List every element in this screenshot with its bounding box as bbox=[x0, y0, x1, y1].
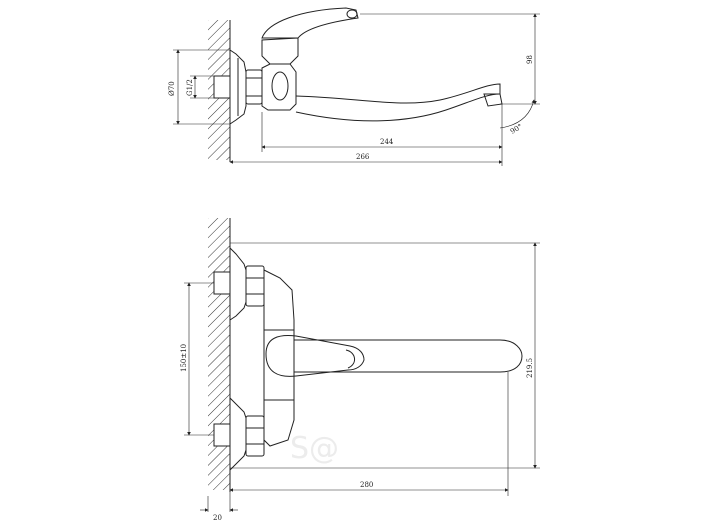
top-upper-flange bbox=[229, 247, 247, 321]
top-lower-flange bbox=[229, 397, 247, 471]
top-lower-nut bbox=[245, 415, 265, 457]
top-valve-body bbox=[263, 269, 295, 447]
dim-height: 98 bbox=[526, 55, 534, 64]
side-spout bbox=[295, 83, 501, 122]
dim-overall-length: 219.5 bbox=[526, 358, 534, 378]
top-lever bbox=[265, 335, 365, 377]
top-lower-wall-pipe bbox=[213, 423, 231, 447]
top-upper-wall-pipe bbox=[213, 271, 231, 295]
side-valve-body bbox=[261, 63, 297, 111]
side-lever bbox=[261, 7, 359, 39]
top-spout bbox=[294, 339, 523, 373]
dim-wall-offset: 20 bbox=[213, 514, 222, 522]
dim-flange-diameter: Ø70 bbox=[168, 81, 176, 96]
side-view bbox=[173, 7, 540, 166]
side-cartridge bbox=[261, 37, 299, 65]
top-view bbox=[184, 218, 540, 512]
side-nut bbox=[245, 69, 263, 105]
top-upper-nut bbox=[245, 265, 265, 307]
dim-thread-size: G1/2 bbox=[186, 79, 194, 96]
watermark: S@ bbox=[290, 431, 339, 466]
dim-center-distance: 150±10 bbox=[180, 344, 188, 372]
dim-total-reach-top: 280 bbox=[360, 481, 373, 489]
top-wall-hatch bbox=[208, 218, 230, 490]
side-wall-pipe bbox=[213, 75, 231, 99]
dim-spout-angle: 90° bbox=[509, 123, 524, 136]
dim-total-reach-side: 266 bbox=[356, 153, 370, 161]
dim-spout-reach: 244 bbox=[380, 138, 394, 146]
